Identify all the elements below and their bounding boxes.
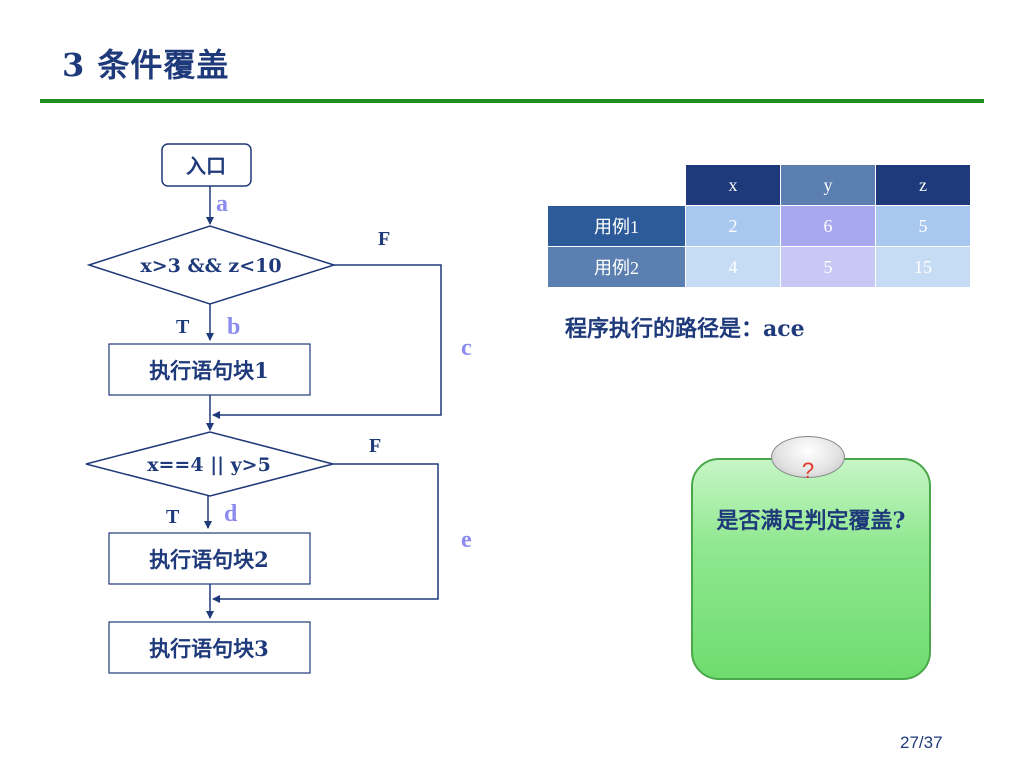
- true-label-2: T: [166, 506, 180, 528]
- false-label-1: F: [378, 228, 390, 250]
- test-case-table: x y z 用例1 2 6 5 用例2 4 5 15: [547, 164, 971, 288]
- question-callout: [691, 458, 931, 680]
- table-corner-cell: [547, 164, 686, 206]
- cell-y: 6: [780, 205, 876, 247]
- edge-e-false: [212, 463, 439, 603]
- question-mark-icon: ?: [801, 458, 815, 483]
- true-label-1: T: [176, 316, 190, 338]
- false-label-2: F: [369, 435, 381, 457]
- header-x: x: [685, 164, 781, 206]
- block1-box: [108, 343, 311, 396]
- decision2-label: x==4 || y>5: [147, 454, 271, 476]
- row-label: 用例2: [547, 246, 686, 288]
- cell-x: 4: [685, 246, 781, 288]
- execution-path-text: 程序执行的路径是：ace: [565, 316, 805, 342]
- block1-label: 执行语句块1: [149, 358, 269, 383]
- decision1-label: x>3 && z<10: [140, 255, 281, 277]
- cell-z: 5: [875, 205, 971, 247]
- table-row: 用例2 4 5 15: [547, 246, 971, 288]
- entry-label: 入口: [186, 154, 226, 178]
- block3-box: [108, 621, 311, 674]
- block2-label: 执行语句块2: [149, 547, 269, 572]
- title-divider: [40, 99, 984, 103]
- entry-box: [161, 143, 252, 187]
- block3-label: 执行语句块3: [149, 636, 269, 661]
- block2-box: [108, 532, 311, 585]
- slide-title: 3 条件覆盖: [62, 46, 230, 84]
- table-row: 用例1 2 6 5: [547, 205, 971, 247]
- header-z: z: [875, 164, 971, 206]
- header-y: y: [780, 164, 876, 206]
- edge-c-false: [212, 264, 442, 419]
- cell-x: 2: [685, 205, 781, 247]
- path-label-e: e: [461, 527, 472, 553]
- cell-y: 5: [780, 246, 876, 288]
- path-label-d: d: [224, 501, 238, 527]
- callout-text: 是否满足判定覆盖?: [716, 508, 906, 534]
- table-header-row: x y z: [547, 164, 971, 206]
- page-number: 27/37: [900, 733, 943, 752]
- path-label-b: b: [227, 314, 240, 340]
- cell-z: 15: [875, 246, 971, 288]
- row-label: 用例1: [547, 205, 686, 247]
- path-label-a: a: [216, 191, 228, 217]
- question-bubble: [771, 436, 845, 478]
- path-label-c: c: [461, 335, 472, 361]
